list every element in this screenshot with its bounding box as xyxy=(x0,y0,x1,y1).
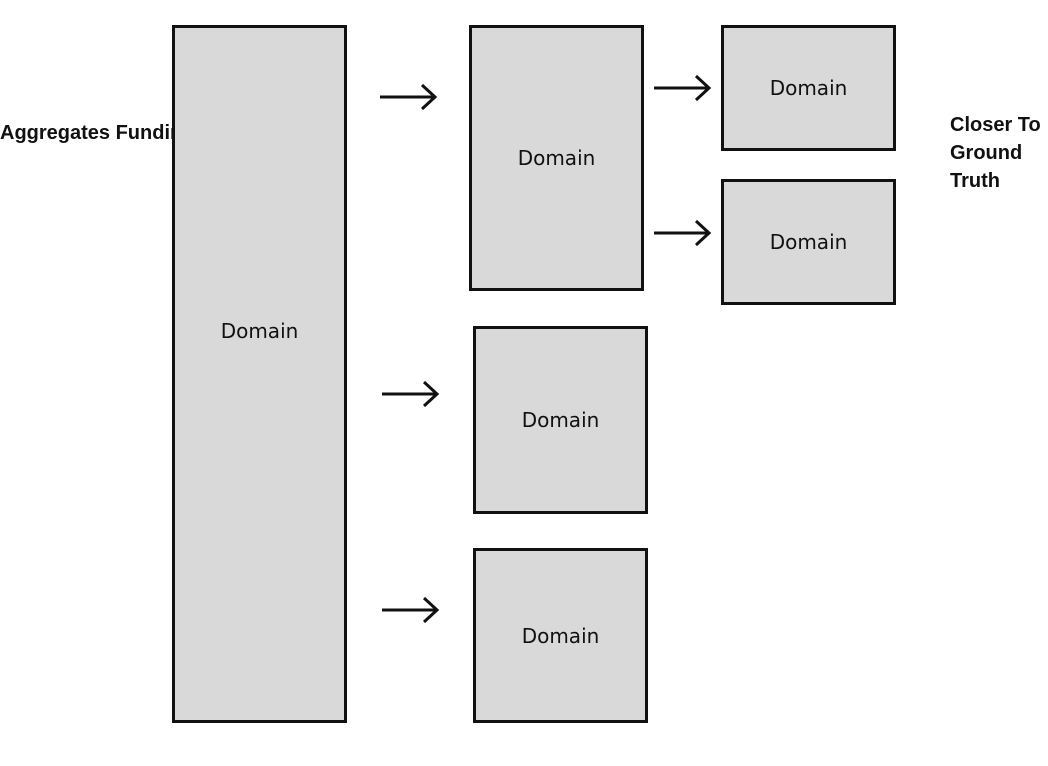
domain-box-label: Domain xyxy=(769,230,848,254)
closer-to-ground-truth-label: Closer To Ground Truth xyxy=(950,114,1041,192)
domain-box-mid-3: Domain xyxy=(473,548,648,723)
right-arrow-icon xyxy=(382,596,440,624)
aggregates-funding-label: Aggregates Funding xyxy=(0,122,195,144)
domain-box-mid-1: Domain xyxy=(469,25,644,291)
domain-box-right-2: Domain xyxy=(721,179,896,305)
domain-box-right-1: Domain xyxy=(721,25,896,151)
right-arrow-icon xyxy=(654,74,712,102)
domain-box-label: Domain xyxy=(220,319,299,343)
domain-box-label: Domain xyxy=(517,146,596,170)
domain-box-label: Domain xyxy=(769,76,848,100)
right-arrow-icon xyxy=(382,380,440,408)
right-arrow-icon xyxy=(380,83,438,111)
domain-box-mid-2: Domain xyxy=(473,326,648,514)
domain-box-label: Domain xyxy=(521,408,600,432)
domain-box-main: Domain xyxy=(172,25,347,723)
right-arrow-icon xyxy=(654,219,712,247)
domain-box-label: Domain xyxy=(521,623,600,648)
